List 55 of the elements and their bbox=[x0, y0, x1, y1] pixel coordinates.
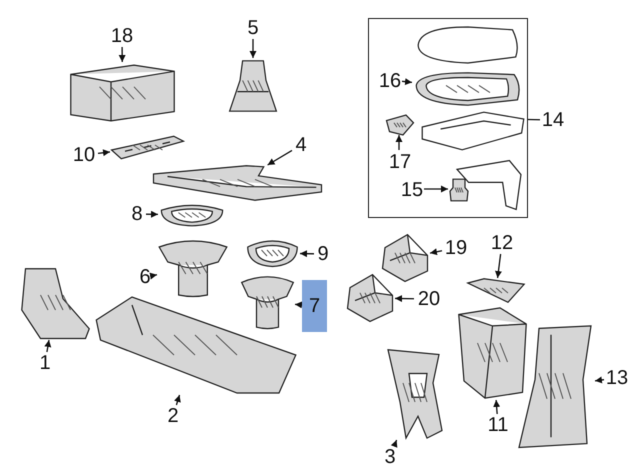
callout-number: 3 bbox=[381, 446, 399, 468]
callout-number: 19 bbox=[442, 237, 470, 259]
leader-arrow bbox=[594, 376, 604, 384]
callout-number: 8 bbox=[128, 203, 146, 225]
clip-drawing bbox=[385, 114, 415, 136]
callout-number: 10 bbox=[70, 144, 98, 166]
leader-arrow bbox=[430, 248, 442, 256]
callout-number: 5 bbox=[244, 17, 262, 39]
leader-arrow bbox=[44, 340, 52, 352]
leader-arrow bbox=[390, 440, 398, 448]
callout-number: 6 bbox=[136, 266, 154, 288]
callout-number: 16 bbox=[377, 70, 403, 92]
shift-boot-drawing bbox=[227, 58, 279, 114]
leader-arrow bbox=[250, 39, 256, 58]
console-panel-drawing bbox=[150, 165, 325, 201]
callout-number: 17 bbox=[387, 151, 413, 173]
callout-number: 1 bbox=[36, 352, 54, 374]
callout-number: 20 bbox=[414, 288, 444, 310]
socket-drawing bbox=[380, 232, 430, 284]
callout-number: 9 bbox=[314, 243, 332, 265]
leader-line bbox=[528, 118, 540, 120]
cup-holder-drawing bbox=[240, 274, 295, 330]
leader-arrow bbox=[118, 47, 126, 62]
leader-arrow bbox=[146, 210, 158, 218]
storage-bin-drawing bbox=[455, 305, 530, 400]
leader-arrow bbox=[174, 394, 181, 406]
callout-number: 15 bbox=[399, 179, 425, 201]
ring-drawing bbox=[245, 238, 300, 268]
leader-arrow bbox=[267, 150, 292, 166]
callout-number: 14 bbox=[540, 109, 566, 131]
cup-holder-drawing bbox=[157, 238, 229, 298]
ring-drawing bbox=[158, 203, 226, 227]
callout-number: 7 bbox=[302, 280, 327, 332]
leader-arrow bbox=[494, 254, 502, 278]
trim-strip-drawing bbox=[110, 135, 185, 160]
leader-arrow bbox=[98, 149, 110, 156]
socket-drawing bbox=[345, 272, 395, 324]
leader-arrow bbox=[294, 301, 302, 308]
callout-number: 18 bbox=[108, 25, 136, 47]
callout-number: 11 bbox=[484, 414, 512, 436]
leader-arrow bbox=[396, 135, 402, 150]
leader-arrow bbox=[493, 400, 500, 414]
leader-arrow bbox=[300, 250, 314, 258]
mat-drawing bbox=[466, 278, 526, 303]
group-frame bbox=[368, 18, 528, 218]
leader-arrow bbox=[149, 272, 158, 280]
callout-number: 12 bbox=[488, 232, 516, 254]
leader-arrow bbox=[394, 295, 414, 302]
callout-number: 4 bbox=[292, 134, 310, 156]
leader-arrow bbox=[424, 186, 448, 192]
callout-number: 13 bbox=[604, 367, 630, 389]
side-panel-drawing bbox=[18, 265, 93, 340]
callout-number: 2 bbox=[164, 405, 182, 427]
bumper-drawing bbox=[449, 178, 469, 202]
leader-arrow bbox=[402, 78, 412, 86]
